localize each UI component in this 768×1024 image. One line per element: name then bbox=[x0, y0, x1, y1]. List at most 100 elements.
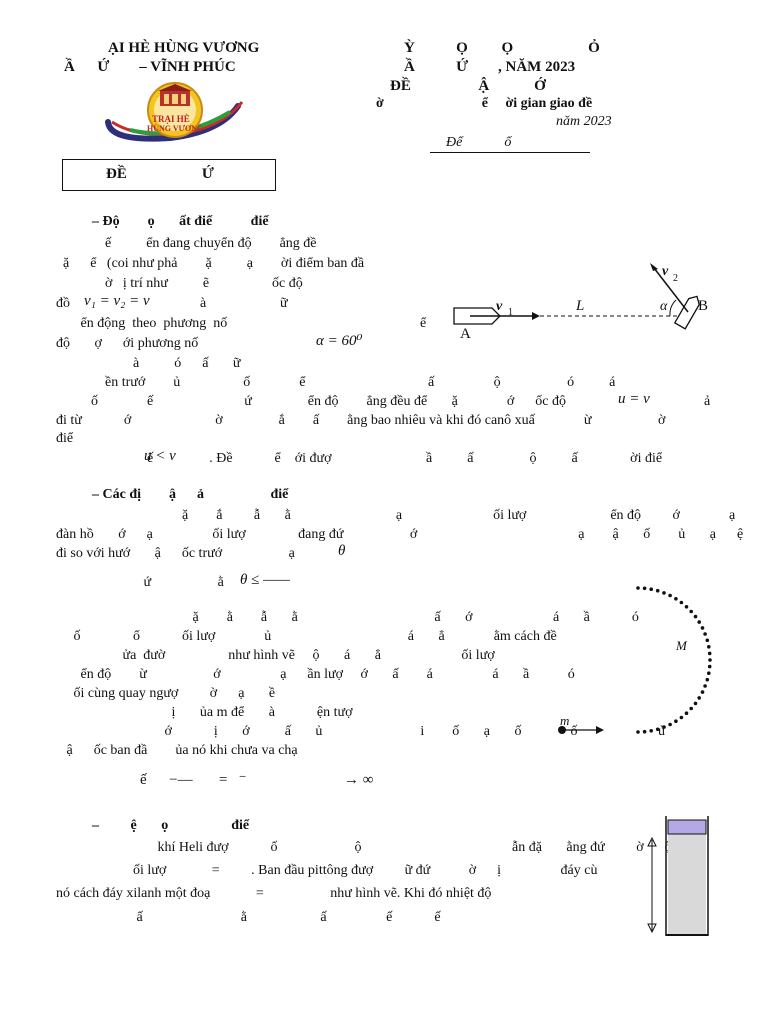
track-dot bbox=[679, 600, 684, 605]
q1-line: ế ển đang chuyển độ ẳng đề bbox=[56, 236, 317, 251]
track-dot bbox=[705, 677, 710, 682]
gas-region bbox=[668, 834, 706, 934]
label-b: B bbox=[698, 298, 709, 314]
q2-line: ố ổ ối lượ ủ á ẳ ằm cách đề bbox=[56, 629, 557, 644]
track-dot bbox=[697, 696, 701, 700]
page-count: Để ổ bbox=[446, 135, 512, 150]
track-dot bbox=[700, 690, 705, 694]
q2-title: – Các đị ậ ả điể bbox=[92, 487, 289, 502]
track-dot bbox=[684, 711, 689, 715]
q2-line: đàn hồ ớ ạ ối lượ đang đứ ớ ạ ậ ố ủ ạ ệ bbox=[56, 527, 744, 542]
label-v1-sub: 1 bbox=[508, 307, 513, 318]
q2-line: ặ ắ ẫ ằ ạ ối lượ ển độ ớ ạ bbox=[56, 508, 736, 523]
track-dot bbox=[708, 658, 712, 662]
q2-line: ị ủa m để à ện tượ bbox=[56, 705, 353, 720]
small-ball-m bbox=[558, 726, 566, 734]
track-dot bbox=[703, 684, 707, 688]
q3-title: – ệ ọ điể bbox=[92, 818, 250, 833]
track-dot bbox=[693, 614, 698, 619]
half-circle-track bbox=[558, 586, 712, 734]
q2-eq-final: ế −— = ⁻ → ∞ bbox=[140, 772, 374, 788]
label-a: A bbox=[460, 326, 471, 342]
q1-line: ố ế ứ ển độ ẳng đều để ặ ớ ốc độ bbox=[56, 394, 566, 409]
label-v2: v bbox=[662, 264, 669, 279]
q1-small: à bbox=[200, 296, 207, 311]
q1-eq-alpha: α = 60⁰ bbox=[316, 333, 363, 349]
q1-title: – Độ ọ ất điể điể bbox=[92, 214, 269, 229]
track-dot bbox=[655, 727, 660, 732]
q1-eq-ult: u < v bbox=[144, 448, 176, 464]
q2-line: ối cùng quay ngượ ờ ạ ề bbox=[56, 686, 276, 701]
q2-eq-theta: θ bbox=[338, 543, 346, 559]
track-dot bbox=[707, 651, 712, 656]
exam-type-label: ĐỀ Ứ bbox=[106, 166, 214, 182]
label-v1: v bbox=[496, 299, 503, 314]
track-dot bbox=[700, 626, 705, 630]
track-dot bbox=[649, 587, 653, 591]
exam-time: ờ ể ời gian giao đề bbox=[376, 96, 593, 111]
label-big-m: M bbox=[676, 638, 687, 653]
q2-line: ậ ốc ban đầ ủa nó khi chưa va chạ bbox=[56, 743, 298, 758]
label-small-m: m bbox=[560, 713, 570, 728]
track-dot bbox=[636, 586, 640, 590]
label-alpha: α bbox=[660, 299, 668, 314]
q1-line: ờ ị trí như ẽ ốc độ bbox=[56, 276, 303, 291]
cylinder-diagram bbox=[647, 816, 709, 936]
q1-line: điể bbox=[56, 431, 74, 446]
label-l: L bbox=[576, 298, 585, 314]
header-underline bbox=[430, 152, 590, 153]
boat-diagram bbox=[453, 263, 700, 330]
logo-text-2: HÙNG VƯƠNG bbox=[147, 124, 204, 133]
school-subtitle: Ầ Ứ – VĨNH PHÚC bbox=[64, 59, 236, 75]
q1-line: đi từ ớ ờ ắ ấ ằng bao nhiêu và khi đó ca… bbox=[56, 413, 666, 428]
exam-title: Ỳ Ọ Ọ Ỏ bbox=[404, 40, 600, 56]
q1-line: ặ ể (coi như phả ặ ạ ời điểm ban đầ bbox=[56, 256, 365, 271]
q3-line: khí Heli đượ ố ộ ẫn đặ ằng đứ ờ ộ bbox=[56, 840, 672, 855]
q1-line: ển động theo phương nố bbox=[56, 316, 228, 331]
track-dot bbox=[674, 597, 678, 601]
track-dot bbox=[668, 593, 672, 598]
boat-b-shape bbox=[673, 295, 700, 330]
q1-eq-u: u = v bbox=[618, 391, 650, 407]
q1-small: ả bbox=[704, 394, 711, 409]
track-dot bbox=[662, 591, 666, 595]
track-dot bbox=[707, 645, 711, 649]
track-dot bbox=[705, 638, 710, 643]
exam-subject: ĐỀ Ậ Ớ bbox=[390, 78, 546, 94]
track-dot bbox=[707, 671, 711, 675]
q1-eq-speed: v₁ = v₂ = v bbox=[84, 293, 150, 309]
q2-line: ứ ằ bbox=[56, 575, 224, 590]
q1-line: đồ bbox=[56, 296, 70, 311]
q2-line: đi so với hướ ậ ốc trướ ạ bbox=[56, 546, 295, 561]
track-dot bbox=[649, 729, 653, 733]
q2-line: ặ ằ ẫ ằ ấ ớ á ầ ó bbox=[56, 610, 639, 625]
track-dot bbox=[684, 605, 689, 609]
track-dot bbox=[689, 706, 693, 711]
track-dot bbox=[655, 588, 660, 593]
q2-line: ửa đườ như hình vẽ ộ á ẳ ối lượ bbox=[56, 648, 495, 663]
q2-line: ển độ ừ ớ ạ ần lượ ớ ấ á á ầ ó bbox=[56, 667, 575, 682]
track-dot bbox=[703, 632, 707, 636]
track-dot bbox=[707, 664, 712, 669]
track-dot bbox=[679, 715, 684, 720]
school-title: ẠI HÈ HÙNG VƯƠNG bbox=[108, 40, 260, 56]
track-dot bbox=[697, 620, 701, 624]
piston bbox=[667, 819, 707, 835]
q1-line: à ó ấ ữ bbox=[56, 356, 241, 371]
track-dot bbox=[693, 701, 698, 706]
q3-line: ấ ằ ấ ế ế bbox=[56, 910, 441, 925]
track-dot bbox=[642, 729, 647, 734]
q1-line: ế . Đề ể ới đượ ầ ấ ộ ấ ời điể bbox=[56, 451, 663, 466]
camp-logo bbox=[105, 82, 244, 142]
q3-line: ối lượ = . Ban đầu pittông đượ ữ đứ ờ ị … bbox=[56, 863, 598, 878]
label-v2-sub: 2 bbox=[673, 273, 678, 284]
q3-line: nó cách đáy xilanh một đoạ = như hình vẽ… bbox=[56, 886, 492, 901]
q1-line: độ ợ ới phương nố bbox=[56, 336, 199, 351]
track-dot bbox=[642, 586, 647, 591]
track-dot bbox=[636, 730, 640, 734]
exam-year: Ầ Ứ , NĂM 2023 bbox=[404, 59, 576, 75]
q2-eq-theta-le: θ ≤ —— bbox=[240, 572, 290, 588]
q1-small: ể bbox=[420, 316, 427, 331]
track-dot bbox=[662, 725, 666, 729]
exam-type-box bbox=[62, 159, 276, 191]
